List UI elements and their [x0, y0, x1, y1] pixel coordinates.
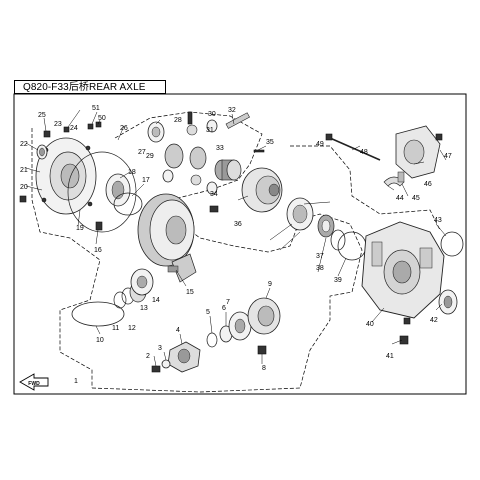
callout-35: 35 — [266, 139, 274, 146]
leader-lines — [25, 109, 447, 367]
callout-33: 33 — [216, 145, 224, 152]
callout-44: 44 — [396, 195, 404, 202]
callout-34: 34 — [210, 191, 218, 198]
callout-25: 25 — [38, 112, 46, 119]
callout-51: 51 — [92, 105, 100, 112]
bolt-icon-2 — [151, 365, 161, 373]
roll-pin-icon — [253, 149, 265, 153]
assembly-outline-lower — [91, 213, 363, 393]
assembly-outline-right — [290, 145, 441, 231]
callout-7: 7 — [226, 299, 230, 306]
callout-1: 1 — [74, 378, 78, 385]
pinion-gear-icon — [167, 253, 197, 283]
fwd-label: FWD — [28, 381, 40, 387]
bolt-icon-41 — [399, 335, 409, 345]
callout-13: 13 — [140, 305, 148, 312]
callout-42: 42 — [430, 317, 438, 324]
o-ring-icon-43 — [440, 231, 464, 257]
washer-icon-3 — [161, 359, 171, 369]
callout-4: 4 — [176, 327, 180, 334]
callout-15: 15 — [186, 289, 194, 296]
callout-28: 28 — [174, 117, 182, 124]
callout-26: 26 — [120, 125, 128, 132]
callout-46: 46 — [424, 181, 432, 188]
differential-gears-icon — [147, 111, 218, 195]
callout-50: 50 — [98, 115, 106, 122]
bolt-icon-8 — [257, 345, 267, 355]
callout-32: 32 — [228, 107, 236, 114]
callout-8: 8 — [262, 365, 266, 372]
actuator-motor-icon — [395, 125, 443, 179]
callout-23: 23 — [54, 121, 62, 128]
assembly-outline-left — [31, 128, 101, 388]
shift-fork-icon — [383, 171, 405, 187]
callout-41: 41 — [386, 353, 394, 360]
callout-labels: 1 2 3 4 5 6 7 8 9 10 11 12 13 14 15 16 1… — [20, 105, 452, 385]
callout-3: 3 — [158, 345, 162, 352]
bearing-housing-icon — [247, 297, 281, 335]
circlip-icon — [330, 229, 346, 251]
callout-47: 47 — [444, 153, 452, 160]
callout-39: 39 — [334, 277, 342, 284]
assembly-outline-upper — [114, 111, 263, 217]
plug-icon — [95, 221, 103, 231]
spline-collar-icon — [214, 159, 242, 181]
callout-30: 30 — [208, 111, 216, 118]
long-bolt-icon — [325, 133, 381, 161]
callout-48: 48 — [360, 149, 368, 156]
callout-2: 2 — [146, 353, 150, 360]
callout-18: 18 — [128, 169, 136, 176]
callout-22: 22 — [20, 141, 28, 148]
callout-21: 21 — [20, 167, 28, 174]
callout-16: 16 — [94, 247, 102, 254]
callout-10: 10 — [96, 337, 104, 344]
o-ring-icon-38 — [337, 231, 367, 261]
pin-shaft-icon — [225, 112, 250, 129]
rear-cover-icon — [35, 137, 97, 215]
callout-24: 24 — [70, 125, 78, 132]
callout-37: 37 — [316, 253, 324, 260]
pinion-bearings-group — [71, 268, 154, 327]
callout-19: 19 — [76, 225, 84, 232]
o-ring-icon-10 — [71, 301, 125, 327]
callout-43: 43 — [434, 217, 442, 224]
callout-9: 9 — [268, 281, 272, 288]
differential-case-icon — [241, 167, 283, 213]
callout-36: 36 — [234, 221, 242, 228]
callout-38: 38 — [316, 265, 324, 272]
callout-20: 20 — [20, 184, 28, 191]
o-ring-icon — [113, 192, 143, 216]
drain-plug-icon — [403, 317, 411, 325]
callout-5: 5 — [206, 309, 210, 316]
outer-border — [13, 93, 467, 395]
axle-housing-icon — [361, 221, 445, 319]
fwd-arrow-icon: FWD — [19, 373, 49, 391]
callout-17: 17 — [142, 177, 150, 184]
callout-6: 6 — [222, 305, 226, 312]
bolt-icon-mid — [209, 205, 219, 213]
callout-45: 45 — [412, 195, 420, 202]
callout-11: 11 — [112, 325, 119, 332]
callout-29: 29 — [146, 153, 154, 160]
callout-31: 31 — [206, 127, 214, 134]
callout-14: 14 — [152, 297, 160, 304]
callout-49: 49 — [316, 141, 324, 148]
callout-40: 40 — [366, 321, 374, 328]
flange-yoke-icon — [167, 341, 201, 373]
callout-27: 27 — [138, 149, 146, 156]
callout-12: 12 — [128, 325, 136, 332]
ring-gear-icon — [137, 193, 195, 267]
washer-icon-5 — [206, 332, 218, 348]
bolt-icon — [19, 121, 102, 203]
